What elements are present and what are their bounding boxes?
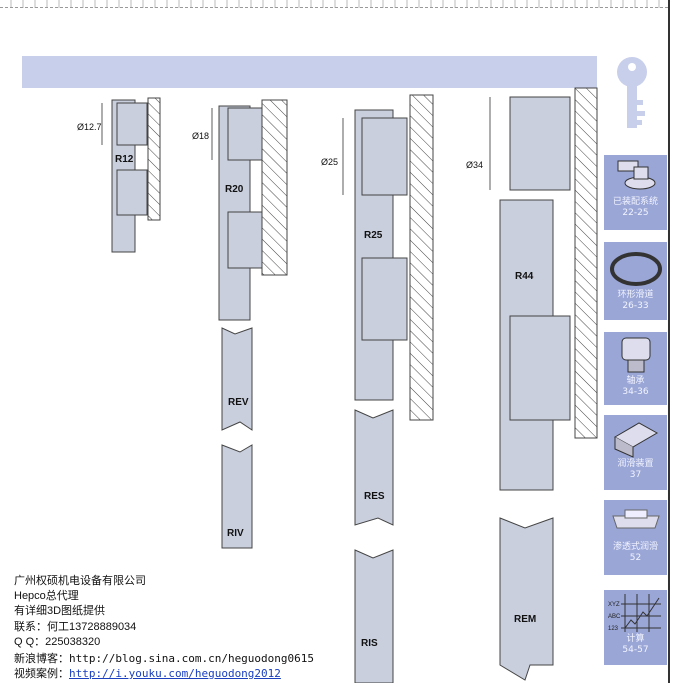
wheel bbox=[116, 102, 148, 146]
qq-text: Q Q：225038320 bbox=[14, 636, 101, 648]
label-riv: RIV bbox=[227, 528, 244, 539]
ring-icon bbox=[609, 252, 662, 286]
chart-label: XYZ bbox=[608, 602, 620, 608]
chart-label: ABC bbox=[608, 614, 621, 620]
label-r12: R12 bbox=[115, 154, 134, 165]
blog-url: http://blog.sina.com.cn/heguodong0615 bbox=[69, 651, 315, 665]
tile-label: 渗透式润滑 bbox=[612, 542, 658, 552]
tile-calculation[interactable]: XYZ ABC 123 计算 54-57 bbox=[604, 590, 667, 665]
bearing-icon bbox=[621, 337, 650, 373]
blog-label: 新浪博客： bbox=[14, 651, 69, 665]
company-name: 广州权硕机电设备有限公司 bbox=[14, 574, 146, 587]
wheel bbox=[227, 211, 263, 269]
dim-r25: Ø25 bbox=[321, 157, 338, 167]
wall bbox=[574, 87, 598, 439]
tile-pages: 34-36 bbox=[622, 387, 649, 397]
tile-label: 已装配系统 bbox=[612, 197, 658, 207]
section-rem bbox=[499, 517, 554, 681]
section-ris bbox=[354, 549, 394, 683]
label-r44: R44 bbox=[515, 271, 534, 282]
label-r20: R20 bbox=[225, 184, 244, 195]
wheel bbox=[116, 169, 148, 216]
tile-pages: 37 bbox=[629, 470, 642, 480]
phone-text: 联系：何工13728889034 bbox=[14, 620, 137, 633]
section-rev bbox=[221, 327, 253, 431]
assembly-icon bbox=[617, 160, 655, 190]
dim-r44: Ø34 bbox=[466, 160, 483, 170]
tile-pages: 26-33 bbox=[622, 301, 649, 311]
tile-assembled-systems[interactable]: 已装配系统 22-25 bbox=[604, 155, 667, 230]
dim-r12: Ø12.7 bbox=[77, 122, 102, 132]
label-rev: REV bbox=[228, 397, 249, 408]
cad-text: 有详细3D图纸提供 bbox=[14, 605, 106, 617]
video-label: 视频案例： bbox=[14, 667, 69, 680]
guide-drawing: Ø12.7 Ø18 Ø25 Ø34 R12 R20 R25 R44 REV RI… bbox=[77, 87, 598, 683]
tile-label: 轴承 bbox=[626, 376, 645, 386]
section-riv bbox=[221, 444, 253, 549]
tile-pages: 22-25 bbox=[622, 208, 649, 218]
wheel bbox=[361, 257, 408, 341]
video-link[interactable]: http://i.youku.com/heguodong2012 bbox=[69, 667, 281, 680]
wheel bbox=[361, 117, 408, 196]
chart-label: 123 bbox=[608, 626, 619, 632]
tile-label: 润滑装置 bbox=[617, 459, 654, 469]
label-ris: RIS bbox=[361, 638, 378, 649]
key-icon bbox=[617, 57, 647, 128]
label-r25: R25 bbox=[364, 230, 383, 241]
header-band bbox=[22, 56, 597, 88]
tile-pages: 54-57 bbox=[622, 645, 649, 655]
carriage-icon bbox=[611, 509, 660, 529]
chart-icon: XYZ ABC 123 bbox=[608, 594, 661, 632]
wall bbox=[147, 97, 161, 221]
tile-lubrication[interactable]: 润滑装置 37 bbox=[604, 415, 667, 490]
label-rem: REM bbox=[514, 614, 536, 625]
wall bbox=[409, 94, 434, 421]
tile-label: 环形滑道 bbox=[617, 290, 654, 300]
tile-permeable-lubrication[interactable]: 渗透式润滑 52 bbox=[604, 500, 667, 575]
agent-text: Hepco总代理 bbox=[14, 589, 79, 602]
page-edge bbox=[668, 0, 670, 683]
section-res bbox=[354, 409, 394, 526]
tile-label: 计算 bbox=[626, 634, 645, 644]
contact-info: 广州权硕机电设备有限公司 Hepco总代理 有详细3D图纸提供 联系：何工137… bbox=[14, 573, 314, 682]
tile-pages: 52 bbox=[629, 553, 642, 563]
label-res: RES bbox=[364, 491, 385, 502]
wheel bbox=[227, 107, 263, 161]
wheel bbox=[509, 315, 571, 421]
tile-bearings[interactable]: 轴承 34-36 bbox=[604, 332, 667, 405]
dim-r20: Ø18 bbox=[192, 131, 209, 141]
wall bbox=[261, 99, 288, 276]
tile-ring-slides[interactable]: 环形滑道 26-33 bbox=[604, 242, 667, 320]
lubricator-icon bbox=[613, 422, 658, 458]
top-border bbox=[0, 0, 668, 8]
wheel bbox=[509, 96, 571, 191]
